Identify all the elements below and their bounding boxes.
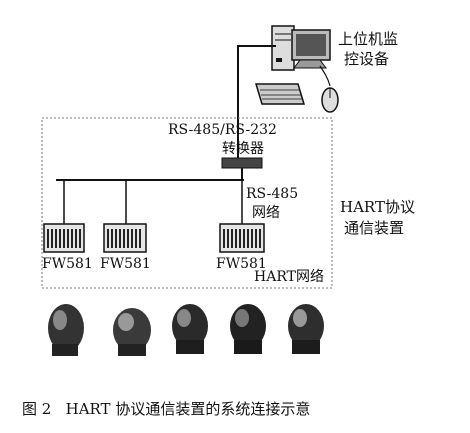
pc-monitor-icon — [271, 25, 331, 71]
mouse-icon — [319, 65, 339, 113]
fw581-module-1 — [43, 223, 85, 253]
hart-device-label-line1: HART协议 — [340, 198, 415, 216]
pc-cable — [237, 45, 276, 158]
hart-network-label: HART网络 — [254, 269, 324, 285]
converter-label-line2: 转换器 — [222, 140, 264, 157]
transmitter-icon — [48, 304, 84, 356]
keyboard-icon — [254, 83, 306, 105]
hart-device-boundary — [41, 117, 333, 289]
fw581-label-2: FW581 — [100, 256, 151, 272]
fw581-label-3: FW581 — [216, 256, 267, 272]
transmitter-icon — [172, 304, 208, 354]
field-transmitters — [48, 304, 324, 356]
transmitter-icon — [230, 304, 266, 354]
converter-label-line1: RS-485/RS-232 — [168, 122, 277, 138]
fw581-label-1: FW581 — [42, 256, 93, 272]
converter-box — [221, 157, 263, 169]
rs485-label-line2: 网络 — [252, 205, 280, 221]
rs485-label-line1: RS-485 — [246, 186, 298, 202]
transmitter-icon — [113, 308, 151, 356]
fw581-module-3 — [219, 223, 265, 253]
pc-label-line1: 上位机监 — [338, 30, 398, 48]
transmitter-icon — [288, 304, 324, 354]
fw581-module-2 — [103, 223, 147, 253]
pc-label-line2: 控设备 — [344, 50, 389, 68]
figure-caption: 图 2 HART 协议通信装置的系统连接示意 — [22, 400, 310, 418]
hart-device-label-line2: 通信装置 — [344, 219, 404, 237]
